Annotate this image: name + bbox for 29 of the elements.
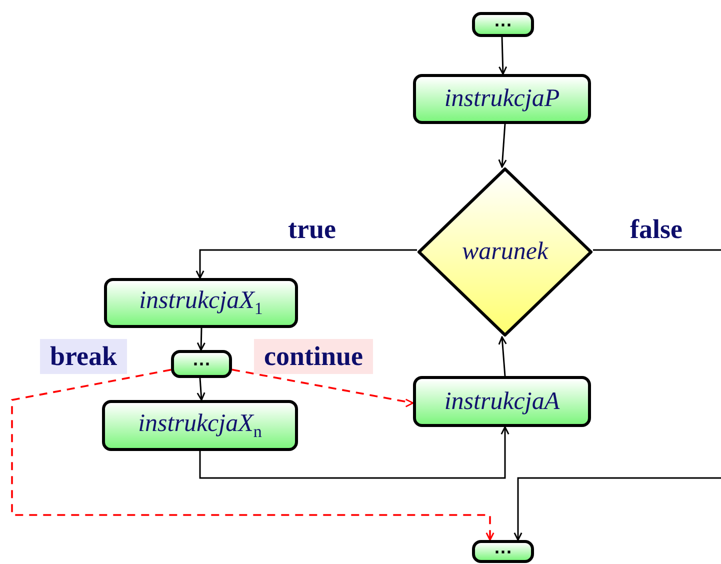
dashed-arrow xyxy=(11,368,494,541)
arrow xyxy=(498,36,508,75)
connector-box xyxy=(472,540,534,563)
arrow xyxy=(514,477,721,541)
process-box xyxy=(413,376,591,427)
node-label: instrukcjaX$_{n}$ xyxy=(138,410,262,442)
process-box xyxy=(413,74,591,124)
connector-line xyxy=(593,249,721,251)
dashed-arrow xyxy=(232,368,414,406)
node-label: instrukcjaP xyxy=(444,85,560,113)
arrow xyxy=(199,426,510,479)
ellipsis-text: ⋯ xyxy=(192,353,210,375)
edge-label: continue xyxy=(254,339,374,374)
ellipsis-text: ⋯ xyxy=(494,540,512,562)
connector-box xyxy=(171,350,232,378)
arrow xyxy=(498,124,507,168)
connector-box xyxy=(472,12,534,37)
ellipsis-text: ⋯ xyxy=(494,14,512,36)
node-label: instrukcjaA xyxy=(444,388,560,416)
node-label: instrukcjaX$_{1}$ xyxy=(139,287,263,319)
arrow xyxy=(196,249,417,279)
arrow xyxy=(498,336,507,376)
edge-label: break xyxy=(40,339,128,374)
process-box xyxy=(104,278,298,328)
process-box xyxy=(102,400,298,451)
decision-diamond xyxy=(417,167,593,337)
arrow xyxy=(196,378,206,401)
node-label: warunek xyxy=(462,238,548,266)
arrow xyxy=(196,328,206,351)
